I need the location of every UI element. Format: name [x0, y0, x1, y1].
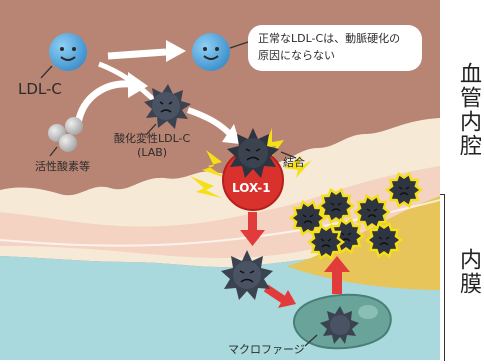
vessel-lumen-side-label: 血管内腔: [456, 62, 481, 158]
note-box: [248, 25, 422, 71]
white-arrow-to-lox: [187, 107, 233, 137]
white-arrow-curve: [74, 80, 131, 125]
intima-bracket: [440, 194, 445, 361]
diagram-graphics: [0, 0, 445, 360]
foam-cell-particle: [365, 221, 403, 259]
oxidized-ldl-particle-upper: [144, 84, 191, 129]
white-arrow-down: [98, 61, 160, 106]
oxidized-ldl-in-intima: [221, 250, 273, 300]
foam-cell-particle: [353, 193, 391, 231]
ldl-c-particle-left: [49, 33, 87, 71]
binding-label: 結合: [283, 156, 305, 169]
foam-cell-particle: [317, 187, 355, 225]
macrophage-label: マクロファージ: [228, 343, 305, 356]
foam-cell-particle: [385, 171, 423, 209]
red-arrow-diagonal: [263, 284, 296, 308]
foam-cell-cluster: [289, 171, 423, 261]
red-arrow-down: [240, 212, 265, 246]
macrophage-cell: [293, 293, 392, 350]
oxidized-ldl-label: 酸化変性LDL-C (LAB): [114, 132, 191, 159]
intima-yellow-zone: [286, 196, 440, 290]
foam-cell-particle: [307, 223, 345, 261]
reactive-oxygen-label: 活性酸素等: [35, 160, 90, 173]
intima-side-label: 内膜: [456, 248, 481, 296]
binding-sparks: [190, 128, 312, 198]
oxidized-ldl-bound: [227, 128, 279, 178]
red-arrow-up: [324, 256, 350, 294]
lox1-label: LOX-1: [232, 181, 271, 195]
diagram-scene: [0, 0, 445, 360]
white-arrow-straight: [107, 48, 167, 60]
reactive-oxygen-spheres: [48, 117, 83, 152]
ldl-c-label: LDL-C: [18, 80, 62, 98]
ldl-c-particle-right: [192, 33, 230, 71]
foam-cell-particle: [289, 199, 327, 237]
normal-ldl-note: 正常なLDL-Cは、動脈硬化の 原因にならない: [258, 32, 401, 62]
